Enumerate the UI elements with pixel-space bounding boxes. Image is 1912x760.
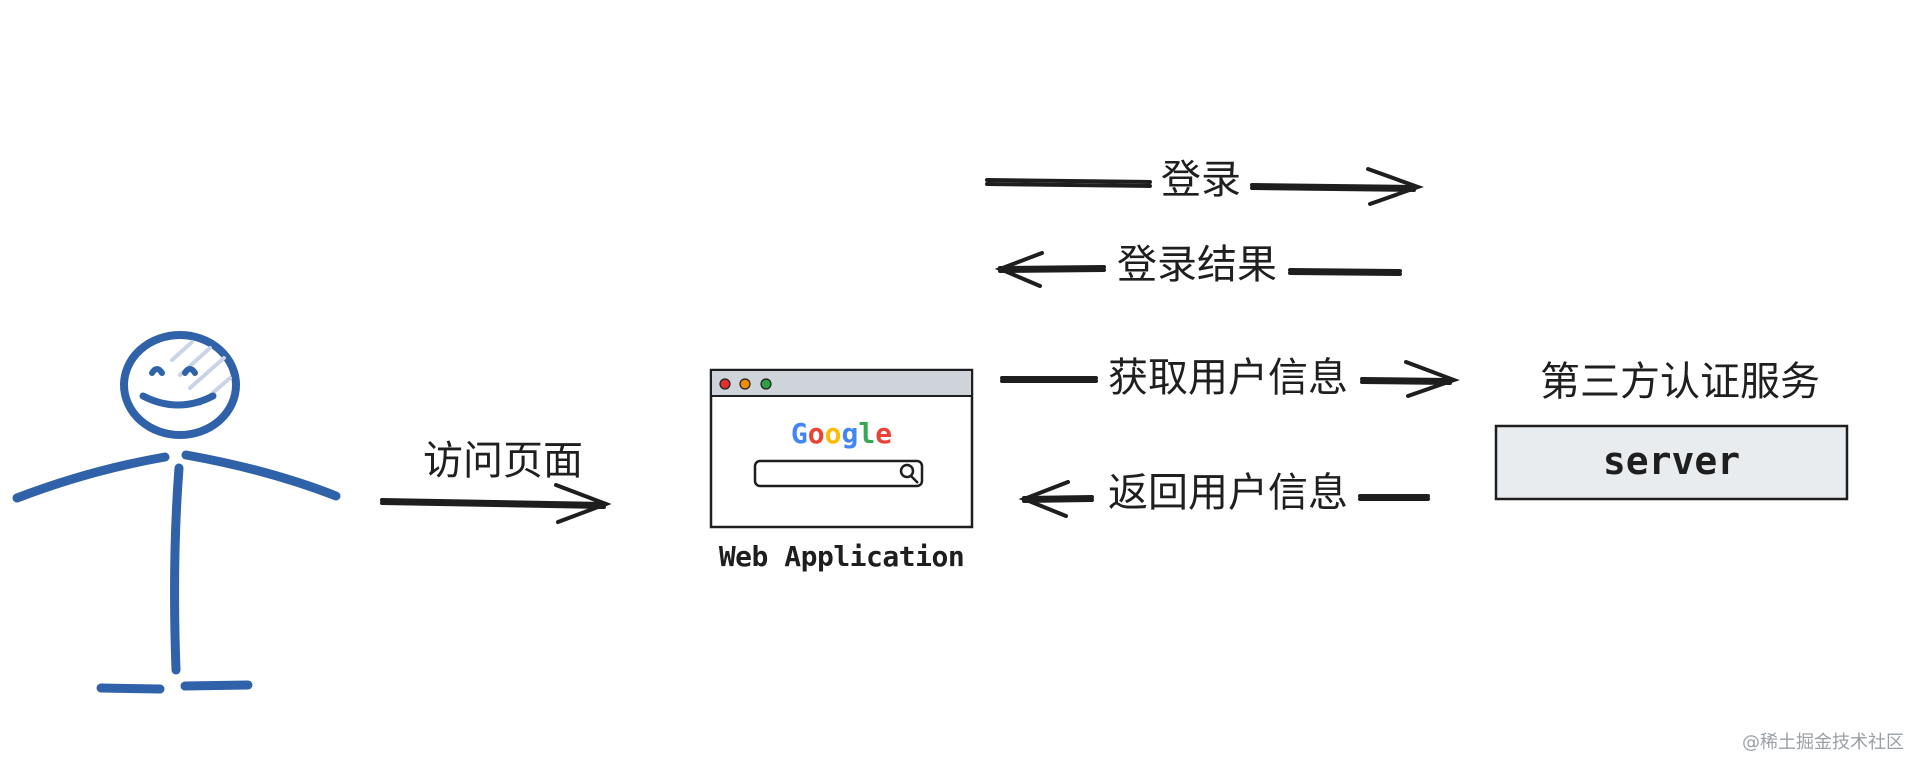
google-logo-letter-o2: o bbox=[824, 417, 842, 450]
smiley-face-icon bbox=[120, 331, 240, 439]
label-web-application: Web Application bbox=[718, 540, 965, 573]
label-login-result: 登录结果 bbox=[1117, 242, 1277, 288]
label-login: 登录 bbox=[1161, 157, 1241, 203]
arrow-login-result bbox=[994, 251, 1402, 288]
browser-window bbox=[709, 368, 974, 529]
minimize-dot-icon bbox=[739, 378, 751, 390]
arrow-get-user-info bbox=[1000, 360, 1460, 398]
label-return-user-info: 返回用户信息 bbox=[1108, 470, 1348, 516]
arrow-visit-page bbox=[380, 483, 612, 524]
user-stick-figure bbox=[12, 331, 341, 694]
label-visit-page: 访问页面 bbox=[423, 438, 583, 484]
google-logo-letter-g2: g bbox=[841, 417, 859, 450]
google-logo-letter-g: G bbox=[790, 417, 808, 450]
watermark: @稀土掘金技术社区 bbox=[1742, 732, 1904, 753]
label-server: server bbox=[1602, 439, 1741, 483]
browser-titlebar bbox=[712, 371, 971, 396]
google-logo: Google bbox=[711, 418, 972, 450]
server-box bbox=[1494, 424, 1849, 501]
arrow-return-user-info bbox=[1018, 480, 1430, 518]
google-logo-letter-o1: o bbox=[807, 417, 825, 450]
arrow-login bbox=[985, 167, 1424, 206]
google-logo-letter-l: l bbox=[858, 417, 876, 450]
search-icon bbox=[899, 463, 919, 484]
label-get-user-info: 获取用户信息 bbox=[1108, 355, 1348, 401]
search-bar bbox=[753, 459, 924, 488]
close-dot-icon bbox=[719, 378, 731, 390]
label-third-party-auth: 第三方认证服务 bbox=[1540, 359, 1820, 405]
maximize-dot-icon bbox=[760, 378, 772, 390]
google-logo-letter-e: e bbox=[875, 417, 893, 450]
